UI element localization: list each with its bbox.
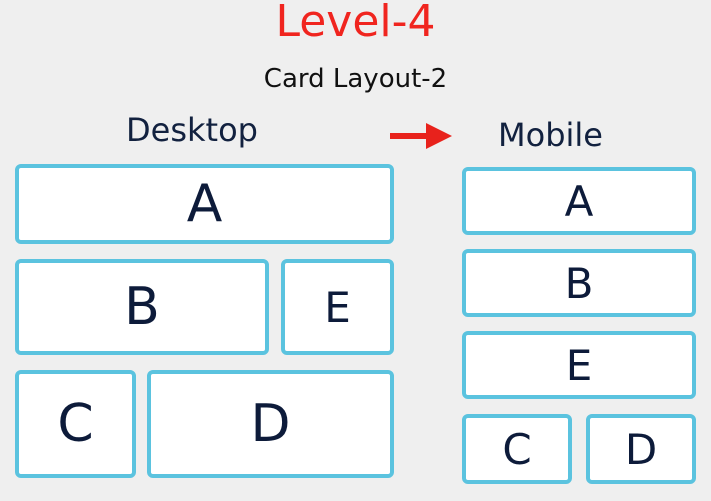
mobile-card-d-label: D (624, 424, 658, 474)
desktop-card-e: E (281, 259, 394, 355)
desktop-card-c: C (15, 370, 136, 478)
desktop-card-b-label: B (124, 277, 160, 337)
desktop-card-b: B (15, 259, 269, 355)
desktop-card-a-label: A (186, 174, 223, 234)
desktop-card-e-label: E (324, 282, 351, 332)
mobile-card-b-label: B (564, 258, 594, 308)
page-title: Level-4 (275, 0, 436, 47)
mobile-card-e: E (462, 331, 696, 399)
mobile-label: Mobile (498, 116, 603, 154)
mobile-card-b: B (462, 249, 696, 317)
desktop-card-a: A (15, 164, 394, 244)
mobile-card-e-label: E (565, 340, 593, 390)
mobile-card-a: A (462, 167, 696, 235)
desktop-card-c-label: C (57, 394, 94, 454)
mobile-card-c: C (462, 414, 572, 484)
desktop-card-d: D (147, 370, 394, 478)
arrow-right-icon (390, 123, 452, 149)
page-subtitle: Card Layout-2 (263, 64, 448, 94)
mobile-card-c-label: C (502, 424, 532, 474)
mobile-card-d: D (586, 414, 696, 484)
desktop-label: Desktop (126, 111, 258, 149)
desktop-card-d-label: D (250, 394, 291, 454)
mobile-card-a-label: A (564, 176, 594, 226)
